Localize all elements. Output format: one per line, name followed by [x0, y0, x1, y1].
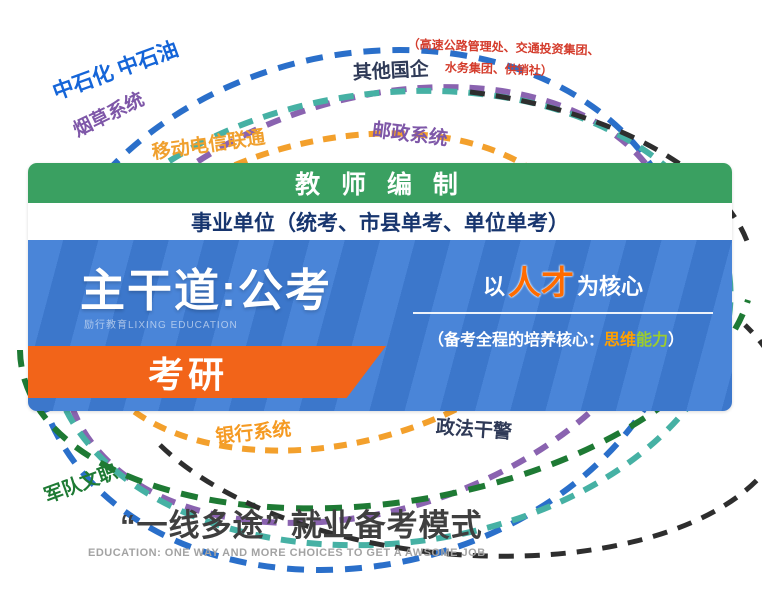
page-title: “一线多途” 就业备考模式: [120, 508, 483, 543]
band-public-institution: 事业单位（统考、市县单考、单位单考）: [28, 203, 732, 240]
main-road-title: 主干道:公考: [80, 265, 332, 316]
label-political-law-police: 政法干警: [435, 416, 513, 444]
core-word-ability: 能力: [636, 332, 669, 349]
talent-prefix: 以: [482, 274, 505, 299]
page-subtitle: EDUCATION: ONE WAY AND MORE CHOICES TO G…: [88, 547, 486, 559]
ribbon-postgraduate-exam: 考研: [28, 346, 386, 398]
label-soe-detail: （高速公路管理处、交通投资集团、 水务集团、供销社）: [406, 34, 599, 84]
talent-suffix: 为核心: [577, 274, 644, 299]
band-main-road: 主干道:公考 励行教育LIXING EDUCATION 以人才为核心 （备考全程…: [28, 240, 732, 411]
talent-core-slogan: 以人才为核心: [413, 256, 713, 314]
central-bands: 教 师 编 制 事业单位（统考、市县单考、单位单考） 主干道:公考 励行教育LI…: [28, 163, 732, 411]
core-word-thinking: 思维: [603, 332, 636, 349]
orbit-dark-top-arc: [469, 89, 753, 251]
core-prefix: （备考全程的培养核心：: [427, 332, 604, 349]
core-suffix: ）: [668, 332, 685, 349]
brand-watermark: 励行教育LIXING EDUCATION: [84, 320, 238, 331]
training-core-note: （备考全程的培养核心：思维能力）: [386, 326, 726, 350]
band-teacher-establishment: 教 师 编 制: [28, 163, 732, 203]
talent-word: 人才: [508, 264, 574, 301]
orbit-dark-bottom-arc: [158, 323, 762, 559]
